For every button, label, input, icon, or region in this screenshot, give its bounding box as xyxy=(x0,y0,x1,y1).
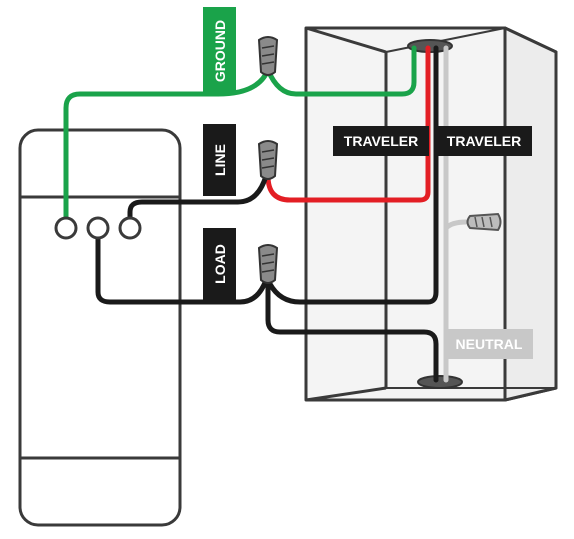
lower-black-wire xyxy=(265,281,439,383)
box-bottom-knockout xyxy=(417,375,463,389)
neutral-label: NEUTRAL xyxy=(446,329,533,359)
wire-nut-icon xyxy=(257,36,279,76)
load-label-text: LOAD xyxy=(212,244,228,284)
wire-nut-rib xyxy=(474,216,478,228)
wire-nut-rib xyxy=(261,165,275,169)
wire-nut-rib xyxy=(261,45,275,49)
line-red-wire xyxy=(265,45,431,203)
wire-nut-icon xyxy=(257,140,279,180)
terminal-screw-icon xyxy=(86,216,110,240)
wire-nut-rib xyxy=(261,53,275,57)
ground-label-bg xyxy=(203,7,236,95)
terminal-screw-icon xyxy=(118,216,142,240)
switch-device xyxy=(18,128,182,527)
wire-nut-rib xyxy=(261,149,275,153)
ground-label: GROUND xyxy=(203,7,236,95)
load-label: LOAD xyxy=(203,228,236,300)
wire-nut-rib xyxy=(261,61,275,65)
wire-nut-rib xyxy=(261,157,275,161)
wire-nut-line xyxy=(257,140,279,180)
wire-nut-rib xyxy=(261,253,275,257)
wire-nut-rib xyxy=(261,261,275,265)
line-label-bg xyxy=(203,124,236,196)
wire-nut-load xyxy=(257,244,279,284)
line-black-wire xyxy=(127,173,269,231)
traveler-label-left: TRAVELER xyxy=(333,126,429,156)
traveler-label-right: TRAVELER xyxy=(436,126,532,156)
line-label: LINE xyxy=(203,124,236,196)
wire-nut-rib xyxy=(261,269,275,273)
wire-nut-icon xyxy=(466,212,502,232)
wire-nut-ground xyxy=(257,36,279,76)
line-label-text: LINE xyxy=(212,144,228,176)
electrical-box xyxy=(304,26,558,402)
wire-nut-neutral xyxy=(466,212,502,232)
wire-nut-rib xyxy=(489,216,493,228)
traveler-label-right-text: TRAVELER xyxy=(447,133,521,149)
neutral-label-bg xyxy=(446,329,533,359)
terminals xyxy=(54,216,142,240)
neutral-wire-splice xyxy=(443,219,469,231)
box-edge xyxy=(305,26,387,54)
ground-label-text: GROUND xyxy=(212,20,228,82)
load-black-wire xyxy=(95,225,269,305)
box-edge xyxy=(385,27,506,53)
box-edge xyxy=(305,386,387,402)
terminal-screw-icon xyxy=(54,216,78,240)
traveler-label-left-text: TRAVELER xyxy=(344,133,418,149)
traveler-label-left-bg xyxy=(333,126,429,156)
load-label-bg xyxy=(203,228,236,300)
traveler-label-right-bg xyxy=(436,126,532,156)
switch-body xyxy=(18,128,182,527)
neutral-label-text: NEUTRAL xyxy=(456,336,523,352)
wire-nut-icon xyxy=(257,244,279,284)
wire-nut-rib xyxy=(481,216,485,228)
traveler-black-wire xyxy=(267,45,439,305)
